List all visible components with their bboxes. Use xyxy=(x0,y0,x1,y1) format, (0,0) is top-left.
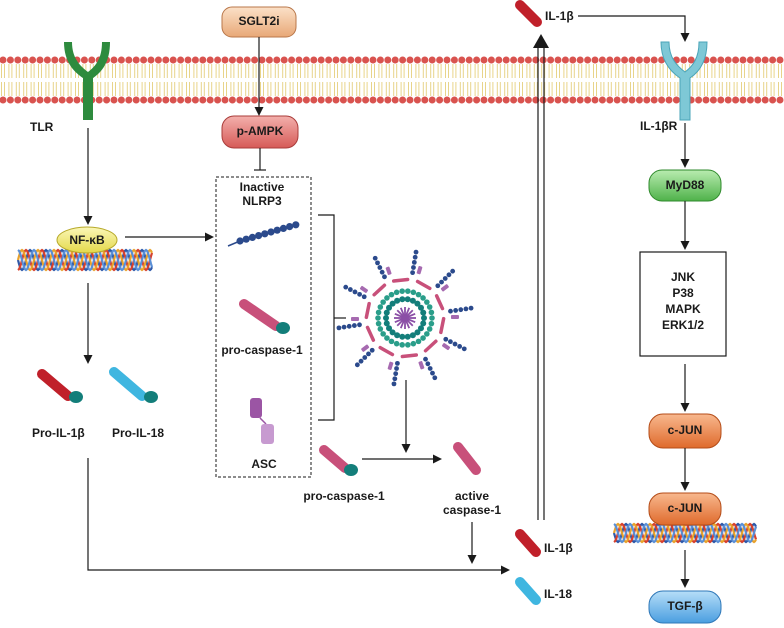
pro-il18-label: Pro-IL-18 xyxy=(112,426,164,440)
nf-kb-node xyxy=(56,226,118,254)
p-ampk-label: p-AMPK xyxy=(237,124,284,138)
pro-il1b-icon xyxy=(37,369,83,403)
assembly-bracket xyxy=(318,214,335,421)
active-label: active xyxy=(455,489,489,503)
dna-helix-right-icon xyxy=(612,522,758,544)
pro-caspase-1-free-label: pro-caspase-1 xyxy=(303,489,385,503)
jnk-label: JNK xyxy=(671,270,695,284)
nlrp3-label: NLRP3 xyxy=(242,194,282,208)
extracellular-il1b-icon xyxy=(515,0,542,27)
precursor-to-mature-arrow xyxy=(87,458,510,575)
c-jun-label: c-JUN xyxy=(668,423,703,437)
active-caspase-1-icon xyxy=(453,442,481,475)
extracellular-il1b-label: IL-1β xyxy=(545,9,574,23)
p38-label: P38 xyxy=(672,286,694,300)
nlrp3-beads-icon xyxy=(227,221,300,247)
pro-caspase-1-box-label: pro-caspase-1 xyxy=(221,343,303,357)
pro-il18-icon xyxy=(109,367,158,403)
c-jun-dna-node xyxy=(648,492,722,526)
c-jun-dna-label: c-JUN xyxy=(668,501,703,515)
asc-label: ASC xyxy=(251,457,277,471)
pro-caspase-1-icon xyxy=(239,299,290,334)
sglt2i-label: SGLT2i xyxy=(238,14,279,28)
inactive-nlrp3-box xyxy=(215,176,312,478)
secretion-arrowhead xyxy=(533,34,549,48)
erk-label: ERK1/2 xyxy=(662,318,704,332)
tlr-receptor-icon xyxy=(64,42,110,120)
il1b-to-receptor-arrow xyxy=(578,15,690,42)
tgf-beta-node xyxy=(648,590,722,624)
free-pro-caspase-1-icon xyxy=(319,445,358,476)
il18-icon xyxy=(515,577,541,605)
inactive-label: Inactive xyxy=(240,180,285,194)
il1b-icon xyxy=(515,529,541,557)
mapk-label: MAPK xyxy=(665,302,701,316)
il1b-receptor-icon xyxy=(660,41,708,121)
tgf-beta-label: TGF-β xyxy=(667,599,702,613)
il1b-label: IL-1β xyxy=(544,541,573,555)
il18-label: IL-18 xyxy=(544,587,572,601)
asc-icon xyxy=(250,398,274,444)
il1b-receptor-label: IL-1βR xyxy=(640,119,678,133)
caspase-1-label: caspase-1 xyxy=(443,503,501,517)
nf-kb-label: NF-κB xyxy=(69,233,105,247)
myd88-label: MyD88 xyxy=(666,178,705,192)
nlrp3-inflammasome-icon xyxy=(336,249,474,387)
cell-membrane xyxy=(0,56,784,104)
pro-il1b-label: Pro-IL-1β xyxy=(32,426,85,440)
mapk-box xyxy=(639,251,727,357)
tlr-label: TLR xyxy=(30,120,54,134)
